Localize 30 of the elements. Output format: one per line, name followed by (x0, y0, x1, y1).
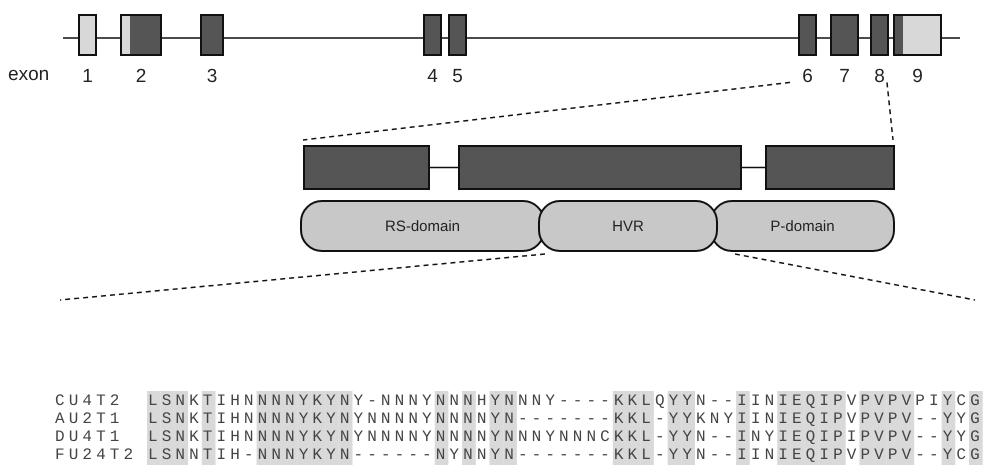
dashed-zoom-line (60, 253, 546, 301)
exon-number: 6 (802, 66, 813, 88)
dashed-zoom-line (302, 82, 790, 141)
amino-acid-sequence: LSNKTIHNNNNYKYNYNNNNYNNNNYNNNYNNNCKKL-YYN--INYIEQIPIPVPV--YYG (148, 428, 984, 446)
amino-acid-sequence: LSNNTIH-NNNYKYN------NYNNYN-------KKL-YYN--IINIEQIPVPVPV--YCG (148, 446, 984, 464)
protein-segment-box (765, 145, 895, 190)
exon-number: 8 (874, 66, 885, 88)
domain-label: HVR (612, 218, 644, 234)
exon-number: 1 (82, 66, 93, 88)
dashed-zoom-line (734, 253, 976, 301)
sequence-name: CU4T2 (55, 392, 124, 410)
protein-segment-box (303, 145, 430, 190)
protein-segment-box (458, 145, 742, 190)
axis-label: exon (8, 64, 50, 86)
exon-number: 7 (839, 66, 850, 88)
sequence-name: DU4T1 (55, 428, 124, 446)
connector-line (430, 166, 458, 168)
exon-number: 9 (912, 66, 923, 88)
connector-line (742, 166, 765, 168)
exon-number: 3 (206, 66, 218, 88)
sequence-name: FU24T2 (55, 446, 138, 464)
amino-acid-sequence: LSNKTIHNNNNYKYNY-NNNYNNNHYNNNY----KKLQYYN--IINIEQIPVPVPVPIYCG (148, 392, 984, 410)
amino-acid-sequence: LSNKTIHNNNNYKYNYNNNNYNNNNYN-------KKL-YYKNYIINIEQIPVPVPV--YYG (148, 410, 984, 428)
dashed-zoom-line (886, 82, 894, 140)
exon-number: 5 (452, 66, 463, 88)
sequence-name: AU2T1 (55, 410, 124, 428)
exon-number: 2 (136, 66, 146, 88)
domain-label: RS-domain (384, 218, 460, 234)
domain-label: P-domain (770, 218, 835, 234)
exon-number: 4 (427, 66, 438, 88)
